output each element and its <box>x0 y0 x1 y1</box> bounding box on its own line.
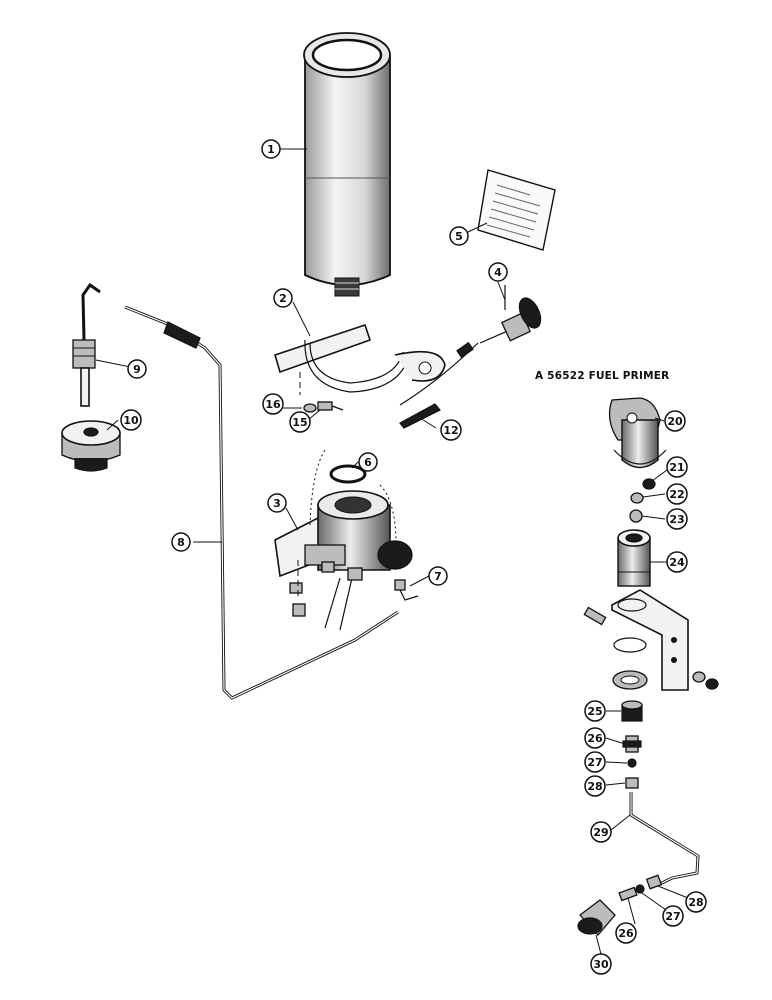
manifold-fitting <box>577 899 616 936</box>
primer-pump <box>608 397 667 469</box>
callout-5: 5 <box>449 226 469 246</box>
bottom-tube-nut <box>645 874 663 890</box>
clamp-screw <box>317 401 344 411</box>
callout-12: 12 <box>440 419 462 441</box>
primer-seal <box>642 478 656 490</box>
bottom-ferrule <box>635 884 645 894</box>
union-fitting <box>622 735 642 753</box>
primer-valve <box>629 509 643 523</box>
callout-4: 4 <box>488 262 508 282</box>
elbow-fitting <box>394 579 419 601</box>
instruction-decal <box>477 169 556 251</box>
callout-1: 1 <box>261 139 281 159</box>
svg-text:12: 12 <box>443 424 458 437</box>
svg-text:15: 15 <box>292 416 307 429</box>
callout-8: 8 <box>171 532 191 552</box>
svg-text:26: 26 <box>618 927 634 940</box>
svg-text:2: 2 <box>279 292 287 305</box>
primer-line <box>629 792 700 886</box>
callout-23: 23 <box>666 508 688 530</box>
callout-27-lower: 27 <box>662 905 684 927</box>
svg-text:16: 16 <box>265 398 281 411</box>
callout-28-lower: 28 <box>685 891 707 913</box>
cable-sleeve <box>399 403 441 429</box>
svg-text:27: 27 <box>665 910 680 923</box>
svg-text:20: 20 <box>667 415 683 428</box>
gasket <box>329 464 367 484</box>
svg-text:4: 4 <box>494 266 502 279</box>
svg-text:30: 30 <box>593 958 609 971</box>
callout-25: 25 <box>584 700 606 722</box>
filter-base <box>274 449 413 631</box>
svg-text:28: 28 <box>587 780 602 793</box>
svg-text:23: 23 <box>669 513 684 526</box>
callout-29: 29 <box>590 821 612 843</box>
filter-canister <box>303 32 391 297</box>
callout-20: 20 <box>664 410 686 432</box>
shutoff-knob <box>399 285 542 406</box>
svg-text:6: 6 <box>364 456 372 469</box>
primer-spring <box>630 492 644 504</box>
svg-text:29: 29 <box>593 826 608 839</box>
primer-bracket <box>583 589 719 691</box>
svg-text:22: 22 <box>669 488 684 501</box>
callout-27: 27 <box>584 751 606 773</box>
callout-16: 16 <box>262 393 284 415</box>
svg-text:28: 28 <box>688 896 703 909</box>
bottom-union <box>618 886 638 902</box>
callout-10: 10 <box>120 409 142 431</box>
fuel-line <box>124 305 399 700</box>
sleeve-ferrule <box>627 758 637 768</box>
tube-nut <box>625 777 639 789</box>
svg-text:9: 9 <box>133 363 141 376</box>
callout-24: 24 <box>666 551 688 573</box>
svg-text:21: 21 <box>669 461 684 474</box>
callout-26: 26 <box>584 727 606 749</box>
clamp-nut <box>303 403 317 413</box>
svg-text:8: 8 <box>177 536 185 549</box>
svg-text:1: 1 <box>267 143 275 156</box>
callout-7: 7 <box>428 566 448 586</box>
callout-22: 22 <box>666 483 688 505</box>
svg-text:25: 25 <box>587 705 602 718</box>
adapter-nut <box>621 700 643 722</box>
svg-text:5: 5 <box>455 230 463 243</box>
svg-text:7: 7 <box>434 570 442 583</box>
callout-21: 21 <box>666 456 688 478</box>
callout-9: 9 <box>127 359 147 379</box>
callout-15: 15 <box>289 411 311 433</box>
callout-26-lower: 26 <box>615 922 637 944</box>
callout-28: 28 <box>584 775 606 797</box>
callout-3: 3 <box>267 493 287 513</box>
sending-unit <box>72 282 101 407</box>
svg-text:26: 26 <box>587 732 603 745</box>
svg-text:10: 10 <box>123 414 139 427</box>
mounting-bracket <box>274 323 446 395</box>
section-title: A 56522 FUEL PRIMER <box>535 370 670 382</box>
svg-text:27: 27 <box>587 756 602 769</box>
callout-2: 2 <box>273 288 293 308</box>
svg-text:24: 24 <box>669 556 685 569</box>
primer-body <box>617 529 651 587</box>
filler-cap <box>61 420 121 472</box>
callout-30: 30 <box>590 953 612 975</box>
callout-6: 6 <box>358 452 378 472</box>
svg-text:3: 3 <box>273 497 281 510</box>
